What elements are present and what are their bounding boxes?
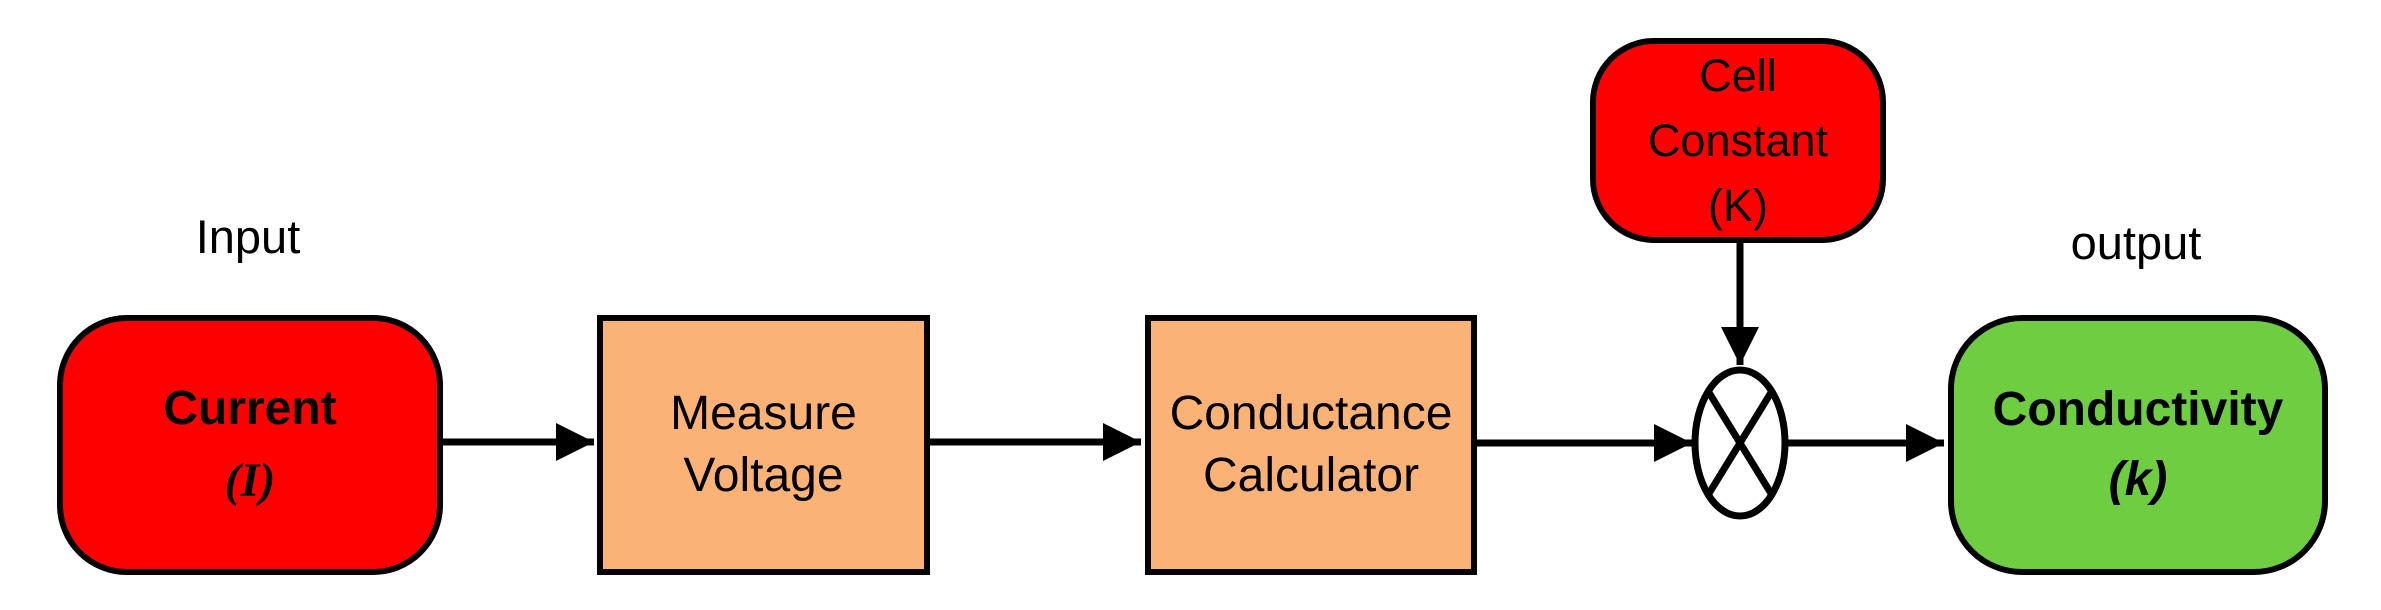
node-cell-constant-line2: Constant: [1647, 115, 1829, 166]
node-conductivity: Conductivity (k): [1948, 315, 2328, 575]
node-cell-constant-line1: Cell: [1699, 50, 1777, 101]
node-cell-constant: Cell Constant (K): [1590, 38, 1886, 243]
node-measure-voltage-line2: Voltage: [683, 449, 844, 502]
circled-times-multiplier-icon: [1691, 366, 1789, 520]
node-conductance-calculator-line1: Conductance: [1169, 387, 1453, 440]
output-label: output: [2070, 216, 2202, 269]
node-conductance-calculator: Conductance Calculator: [1145, 315, 1477, 575]
node-conductivity-symbol: (k): [2108, 453, 2168, 506]
node-current-title: Current: [163, 382, 337, 435]
node-current: Current (I): [57, 315, 443, 575]
node-current-symbol: (I): [224, 454, 276, 507]
node-conductance-calculator-line2: Calculator: [1202, 449, 1420, 502]
input-label: Input: [195, 210, 301, 263]
node-measure-voltage-line1: Measure: [670, 387, 857, 440]
node-measure-voltage: Measure Voltage: [597, 315, 930, 575]
node-conductivity-title: Conductivity: [1992, 383, 2284, 436]
node-cell-constant-line3: (K): [1708, 180, 1768, 231]
